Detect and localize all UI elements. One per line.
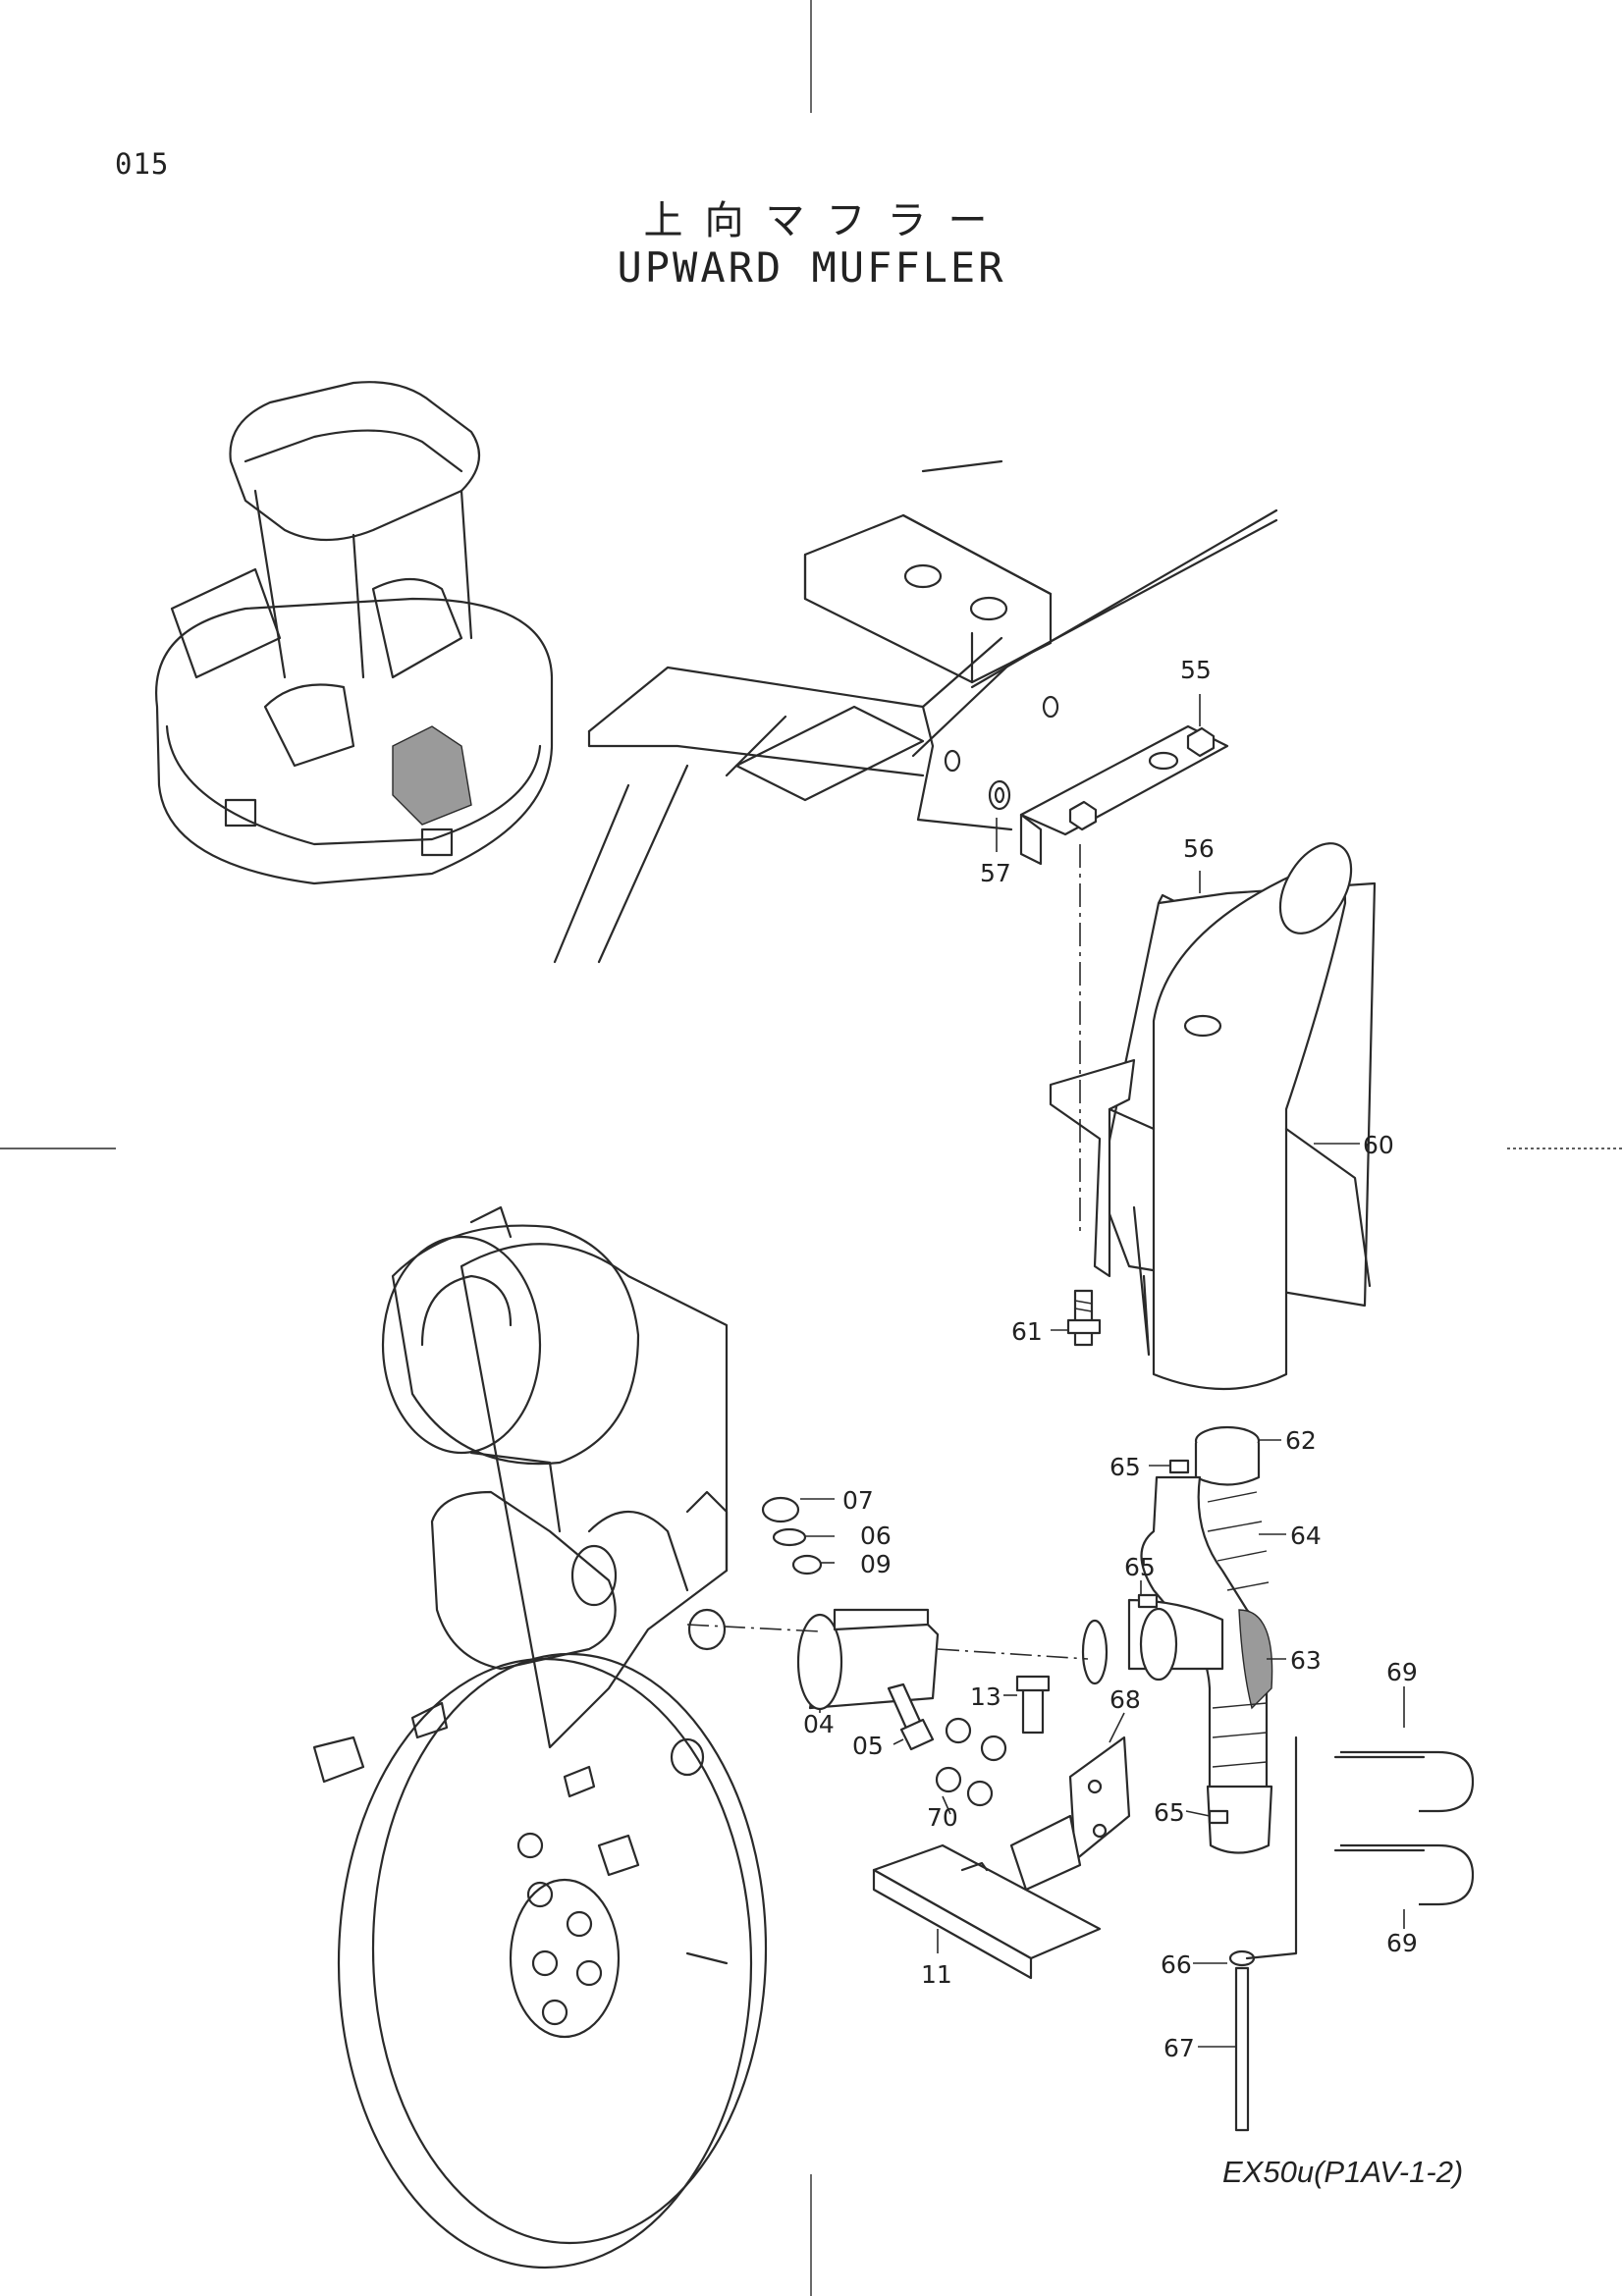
u-bolts	[1228, 1735, 1475, 2132]
flywheel	[312, 1652, 768, 2269]
clamp	[761, 1496, 940, 1751]
callout-63: 63	[1290, 1646, 1322, 1675]
callout-07: 07	[842, 1486, 874, 1515]
muffler-bracket	[988, 724, 1229, 929]
page-number: 015	[115, 147, 170, 181]
callout-66: 66	[1161, 1950, 1192, 1979]
engine	[381, 1205, 1089, 1777]
callout-13: 13	[970, 1682, 1001, 1711]
flexible-pipe	[1081, 1425, 1273, 1854]
model-code: EX50u(P1AV-1-2)	[1222, 2155, 1464, 2189]
callout-04: 04	[803, 1710, 835, 1738]
title-english: UPWARD MUFFLER	[617, 243, 1006, 292]
callout-56: 56	[1183, 834, 1215, 863]
callout-70: 70	[927, 1803, 958, 1832]
callout-06: 06	[860, 1522, 892, 1550]
mounting-brackets	[872, 1675, 1131, 1980]
upper-frame	[553, 459, 1278, 964]
callout-60: 60	[1363, 1131, 1394, 1159]
title-japanese: 上向マフラー	[643, 198, 1009, 243]
callout-05: 05	[852, 1732, 884, 1760]
callout-61: 61	[1011, 1317, 1043, 1346]
callout-62: 62	[1285, 1426, 1317, 1455]
callout-55: 55	[1180, 656, 1212, 684]
callout-leaders	[800, 694, 1405, 2048]
callout-65-middle: 65	[1124, 1553, 1156, 1581]
callout-69-bottom: 69	[1386, 1929, 1418, 1957]
callout-65-bottom: 65	[1154, 1798, 1185, 1827]
callout-68: 68	[1109, 1685, 1141, 1714]
callout-09: 09	[860, 1550, 892, 1578]
excavator-illustration	[155, 381, 554, 885]
callout-57: 57	[980, 859, 1011, 887]
callout-64: 64	[1290, 1522, 1322, 1550]
callout-11: 11	[921, 1960, 952, 1989]
callout-69-top: 69	[1386, 1658, 1418, 1686]
bolt-61	[1066, 1289, 1102, 1347]
callout-65-top: 65	[1109, 1453, 1141, 1481]
muffler	[1049, 842, 1377, 1391]
callout-labels: 55 56 57 60 61 62 63 64 65 65 65 66 67 6…	[803, 656, 1418, 2062]
callout-67: 67	[1163, 2034, 1195, 2062]
